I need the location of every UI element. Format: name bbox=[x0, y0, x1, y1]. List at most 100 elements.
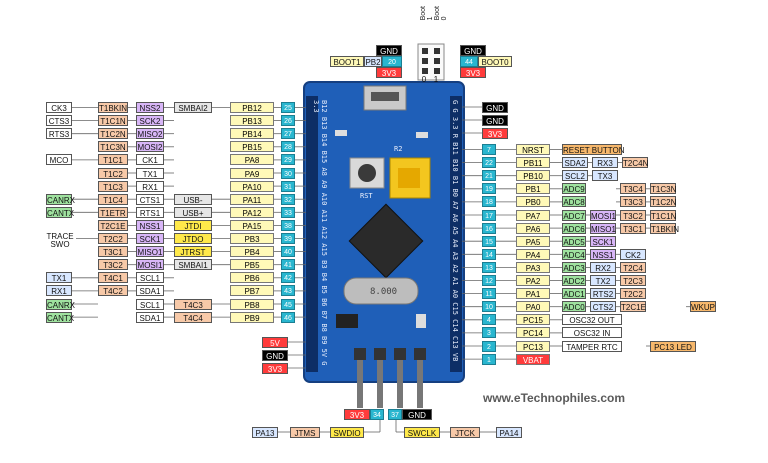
right-pin-name: PB11 bbox=[516, 157, 550, 169]
left-pin-name: PA12 bbox=[230, 206, 274, 218]
right-pin-number: 17 bbox=[482, 209, 496, 221]
right-pin-name: PC14 bbox=[516, 327, 550, 339]
right-fn-1: TX3 bbox=[592, 170, 618, 182]
left-fn-2: CTS1 bbox=[136, 193, 164, 205]
right-fn-2: T2C4 bbox=[620, 261, 646, 273]
right-fn-0: SCL2 bbox=[562, 170, 588, 182]
left-fn-1: T1C2N bbox=[98, 128, 128, 140]
left-pin-name: PB6 bbox=[230, 272, 274, 284]
left-pin-name: PB7 bbox=[230, 285, 274, 297]
right-pin-name: NRST bbox=[516, 144, 550, 155]
right-fn-0: ADC7 bbox=[562, 209, 586, 221]
bottom-swclk: SWCLK bbox=[404, 427, 440, 438]
right-fn-0: ADC8 bbox=[562, 196, 586, 208]
component-1 bbox=[335, 130, 347, 136]
left-pin-number: 30 bbox=[281, 167, 295, 179]
jumper-cap bbox=[398, 168, 420, 188]
right-fn-0: OSC32 IN bbox=[562, 327, 622, 339]
left-fn-0: CANRX bbox=[46, 193, 76, 205]
bottom-3v3: 3V3 bbox=[344, 409, 370, 420]
boot0-3v3: 3V3 bbox=[460, 67, 486, 78]
right-fn-1: SCK1 bbox=[590, 235, 616, 247]
right-fn-0: RESET BUTTON bbox=[562, 144, 625, 155]
left-pin-number: 38 bbox=[281, 219, 295, 231]
right-pin-name: PA3 bbox=[516, 261, 550, 273]
right-pin-number: 13 bbox=[482, 261, 496, 273]
right-fn-2: T3C4 bbox=[620, 183, 646, 195]
left-fn-0: CANTX bbox=[46, 311, 75, 323]
left-pin-name: PB9 bbox=[230, 311, 274, 323]
left-fn-0: RTS3 bbox=[46, 128, 72, 140]
right-fn-0: ADC1 bbox=[562, 288, 586, 300]
left-fn-0: TRACE SWO bbox=[44, 233, 76, 251]
bottom-pa13: PA13 bbox=[252, 427, 278, 438]
left-pin-number: 26 bbox=[281, 115, 295, 127]
board-r2-text: R2 bbox=[394, 145, 403, 153]
right-fn-0: ADC2 bbox=[562, 275, 586, 286]
boot1-label-box: BOOT1 bbox=[330, 56, 364, 67]
right-pin-name: PA5 bbox=[516, 235, 550, 247]
watermark: www.eTechnophiles.com bbox=[483, 391, 626, 405]
right-pin-name: PC15 bbox=[516, 314, 550, 326]
right-pin-name: PA2 bbox=[516, 275, 550, 286]
left-pin-name: PB3 bbox=[230, 233, 274, 244]
right-fn-1: RX3 bbox=[592, 157, 618, 169]
left-fn-3: T4C4 bbox=[174, 311, 212, 323]
right-fn-1: CTS2 bbox=[590, 301, 616, 313]
left-fn-3: JTRST bbox=[174, 246, 212, 258]
left-fn-3: USB+ bbox=[174, 206, 212, 218]
right-fn-3: T1BKIN bbox=[650, 222, 680, 234]
component-3 bbox=[336, 314, 358, 328]
left-pin-name: PB5 bbox=[230, 259, 274, 271]
right-pin-number: 7 bbox=[482, 144, 496, 155]
left-fn-1: T1C4 bbox=[98, 193, 128, 205]
right-pin-number: 11 bbox=[482, 288, 496, 300]
right-fn-1: MISO1 bbox=[590, 222, 616, 234]
board-left-text: B12 B13 B14 B15 A8 A9 A10 A11 A12 A15 B3… bbox=[312, 100, 328, 366]
bottom-pa14: PA14 bbox=[496, 427, 522, 438]
boot1-num: 20 bbox=[382, 56, 402, 67]
bottom-num-34: 34 bbox=[370, 409, 384, 420]
left-pin-name: PA9 bbox=[230, 167, 274, 179]
usb-slot bbox=[371, 92, 399, 101]
boot0-gnd: GND bbox=[460, 45, 486, 56]
right-fn-3: T1C3N bbox=[650, 183, 677, 195]
left-pin-number: 31 bbox=[281, 180, 295, 192]
right-pin-name: PA4 bbox=[516, 248, 550, 260]
left-fn-1: T1ETR bbox=[98, 206, 128, 218]
left-pin-name: PB8 bbox=[230, 298, 274, 310]
swd-pins bbox=[354, 348, 426, 408]
left-fn-2: SDA1 bbox=[136, 311, 164, 323]
right-pin-name: PA7 bbox=[516, 209, 550, 221]
left-fn-1: T4C2 bbox=[98, 285, 128, 297]
boot0-num: 44 bbox=[460, 56, 478, 67]
left-pin-name: PB12 bbox=[230, 102, 274, 113]
right-fn-1: PC13 LED bbox=[650, 340, 696, 352]
right-fn-0: SDA2 bbox=[562, 157, 588, 169]
left-pin-name: PA15 bbox=[230, 219, 274, 231]
bottom-swdio: SWDIO bbox=[330, 427, 364, 438]
right-fn-1: NSS1 bbox=[590, 248, 616, 260]
right-power-3v3: 3V3 bbox=[482, 128, 508, 139]
right-fn-0: ADC4 bbox=[562, 248, 586, 260]
right-fn-3: T1C2N bbox=[650, 196, 677, 208]
left-pin-number: 39 bbox=[281, 233, 295, 244]
left-fn-2: RX1 bbox=[136, 180, 164, 192]
right-fn-0: ADC3 bbox=[562, 261, 586, 273]
left-pin-name: PA8 bbox=[230, 154, 274, 166]
left-fn-2: NSS2 bbox=[136, 102, 164, 113]
right-fn-1: RX2 bbox=[590, 261, 616, 273]
right-fn-2: CK2 bbox=[620, 248, 646, 260]
right-fn-0: ADC0 bbox=[562, 301, 586, 313]
left-fn-0: RX1 bbox=[46, 285, 72, 297]
right-pin-number: 12 bbox=[482, 275, 496, 286]
boot1-pb2: PB2 bbox=[364, 56, 382, 67]
connector-lines bbox=[72, 106, 690, 433]
left-fn-1: T1C3N bbox=[98, 141, 128, 153]
boot0-label-box: BOOT0 bbox=[478, 56, 512, 67]
left-fn-0: CANRX bbox=[46, 298, 76, 310]
left-pin-name: PB15 bbox=[230, 141, 274, 153]
left-fn-1: T3C2 bbox=[98, 259, 128, 271]
